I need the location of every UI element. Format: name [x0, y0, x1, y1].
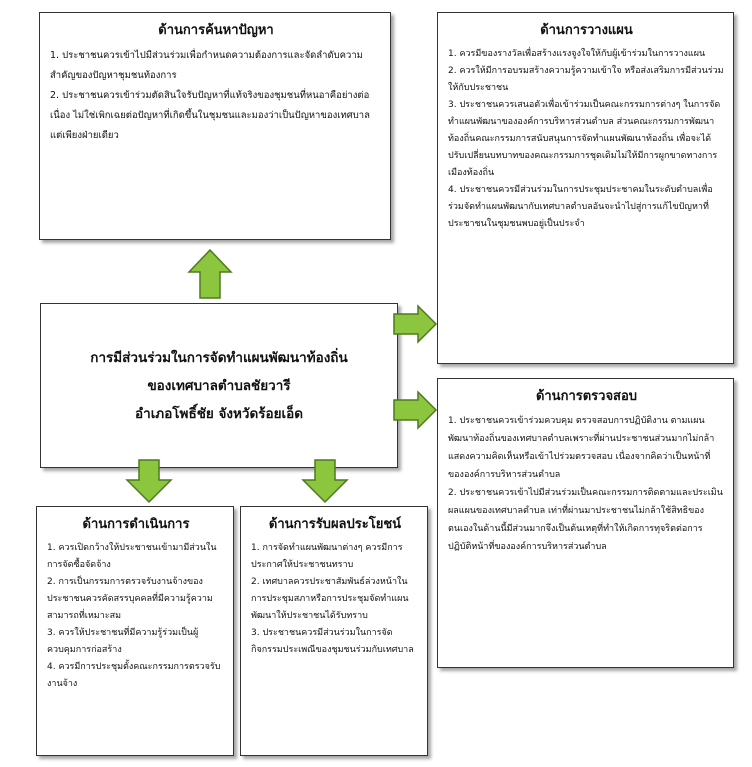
- central-topic-line-1: การมีส่วนร่วมในการจัดทำแผนพัฒนาท้องถิ่น: [90, 349, 348, 366]
- operation-title: ด้านการดำเนินการ: [82, 517, 190, 532]
- central-topic-line-3: อำเภอโพธิ์ชัย จังหวัดร้อยเอ็ด: [135, 405, 303, 422]
- arrow-down-shape-1: [125, 459, 173, 504]
- problem-title: ด้านการค้นหาปัญหา: [158, 23, 274, 38]
- benefit-title: ด้านการรับผลประโยชน์: [268, 517, 402, 532]
- arrow-down-to-benefit: [301, 459, 349, 504]
- central-topic-box: การมีส่วนร่วมในการจัดทำแผนพัฒนาท้องถิ่น …: [40, 303, 398, 468]
- inspection-box: ด้านการตรวจสอบ 1. ประชาชนควรเข้าร่วมควบค…: [437, 378, 734, 668]
- arrow-right-shape-2: [393, 390, 438, 430]
- arrow-right-to-inspection: [393, 390, 438, 430]
- operation-item-1: 1. ควรเปิดกว้างให้ประชาชนเข้ามามีส่วนในก…: [47, 543, 217, 570]
- arrow-down-shape-2: [301, 459, 349, 504]
- planning-item-1: 1. ควรมีของรางวัลเพื่อสร้างแรงจูงใจให้กั…: [448, 49, 706, 59]
- benefit-box: ด้านการรับผลประโยชน์ 1. การจัดทำแผนพัฒนา…: [240, 506, 428, 756]
- planning-item-2: 2. ควรให้มีการอบรมสร้างความรู้ความเข้าใจ…: [448, 66, 724, 93]
- arrow-up-shape: [187, 248, 233, 299]
- arrow-up-to-problem: [187, 248, 233, 299]
- inspection-item-1: 1. ประชาชนควรเข้าร่วมควบคุม ตรวจสอบการปฏ…: [448, 416, 715, 480]
- planning-box: ด้านการวางแผน 1. ควรมีของรางวัลเพื่อสร้า…: [437, 12, 734, 364]
- operation-item-2: 2. การเป็นกรรมการตรวจรับงานจ้างของประชาช…: [47, 577, 213, 621]
- arrow-right-shape-1: [393, 304, 438, 344]
- planning-item-4: 4. ประชาชนควรมีส่วนร่วมในการประชุมประชาค…: [448, 185, 713, 229]
- central-topic-line-2: ของเทศบาลตำบลชัยวารี: [147, 377, 291, 394]
- problem-item-2: 2. ประชาชนควรเข้าร่วมตัดสินใจรับปัญหาที่…: [50, 90, 370, 141]
- benefit-item-1: 1. การจัดทำแผนพัฒนาต่างๆ ควรมีการประกาศใ…: [251, 543, 403, 570]
- arrow-right-to-planning: [393, 304, 438, 344]
- inspection-item-2: 2. ประชาชนควรเข้าไปมีส่วนร่วมเป็นคณะกรรม…: [448, 488, 723, 552]
- operation-item-3: 3. ควรให้ประชาชนที่มีความรู้ร่วมเป็นผู้ค…: [47, 628, 199, 655]
- arrow-down-to-operation: [125, 459, 173, 504]
- planning-title: ด้านการวางแผน: [540, 23, 633, 38]
- problem-item-1: 1. ประชาชนควรเข้าไปมีส่วนร่วมเพื่อกำหนดค…: [50, 50, 363, 81]
- operation-item-4: 4. ควรมีการประชุมตั้งคณะกรรมการตรวจรับงา…: [47, 662, 221, 689]
- benefit-item-2: 2. เทศบาลควรประชาสัมพันธ์ล่วงหน้าในการปร…: [251, 577, 409, 621]
- planning-item-3: 3. ประชาชนควรเสนอตัวเพื่อเข้าร่วมเป็นคณะ…: [448, 100, 721, 178]
- problem-box: ด้านการค้นหาปัญหา 1. ประชาชนควรเข้าไปมีส…: [39, 12, 391, 240]
- benefit-item-3: 3. ประชาชนควรมีส่วนร่วมในการจัดกิจกรรมปร…: [251, 628, 414, 655]
- inspection-title: ด้านการตรวจสอบ: [535, 389, 638, 404]
- operation-box: ด้านการดำเนินการ 1. ควรเปิดกว้างให้ประชา…: [36, 506, 234, 756]
